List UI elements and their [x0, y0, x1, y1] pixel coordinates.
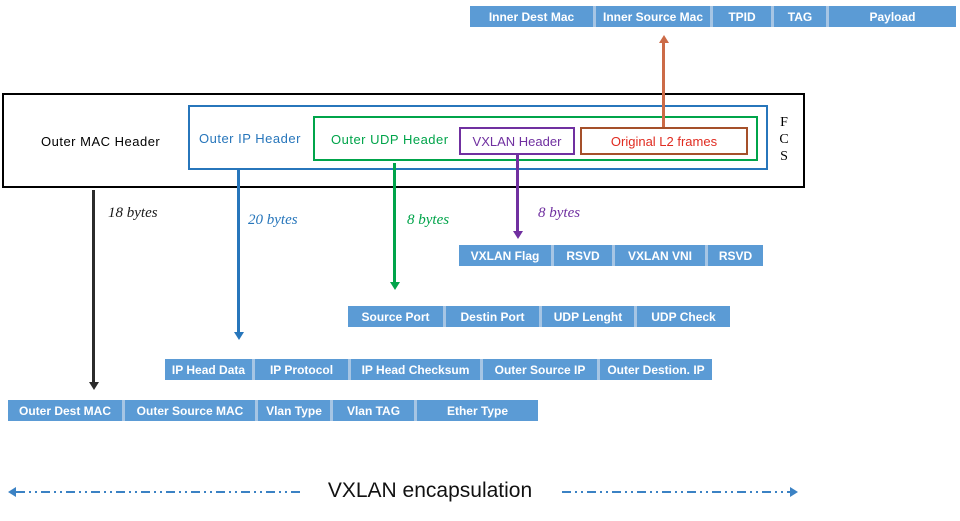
arrow-down-icon [233, 332, 244, 340]
encapsulation-span-line-right [562, 491, 790, 493]
field-ip-head-data: IP Head Data [165, 359, 252, 380]
original-l2-frames-box: Original L2 frames [580, 127, 748, 155]
field-rsvd-1: RSVD [554, 245, 612, 266]
arrow-down-icon [512, 231, 523, 239]
mac-bytes-label: 18 bytes [108, 205, 158, 221]
fcs-letter-c: C [779, 132, 789, 147]
udp-field-row: Source Port Destin Port UDP Lenght UDP C… [348, 306, 730, 327]
field-outer-dest-ip: Outer Destion. IP [600, 359, 712, 380]
field-vxlan-flag: VXLAN Flag [459, 245, 551, 266]
fcs-letter-f: F [780, 115, 788, 130]
fcs-label: F C S [776, 114, 792, 165]
encapsulation-span-line-left [16, 491, 300, 493]
mac-field-row: Outer Dest MAC Outer Source MAC Vlan Typ… [8, 400, 538, 421]
vxlan-header-arrow [512, 155, 523, 239]
field-outer-source-mac: Outer Source MAC [125, 400, 255, 421]
field-udp-length: UDP Lenght [542, 306, 634, 327]
field-ip-protocol: IP Protocol [255, 359, 348, 380]
outer-ip-header-label: Outer IP Header [199, 131, 301, 146]
vxlan-header-box: VXLAN Header [459, 127, 575, 155]
arrow-left-icon [8, 487, 16, 497]
field-inner-source-mac: Inner Source Mac [596, 6, 710, 27]
field-destin-port: Destin Port [446, 306, 539, 327]
udp-bytes-label: 8 bytes [407, 212, 450, 228]
ip-header-arrow [233, 170, 244, 340]
inner-l2-frame-row: Inner Dest Mac Inner Source Mac TPID TAG… [470, 6, 956, 27]
field-tpid: TPID [713, 6, 771, 27]
field-vxlan-vni: VXLAN VNI [615, 245, 705, 266]
field-outer-source-ip: Outer Source IP [483, 359, 597, 380]
field-source-port: Source Port [348, 306, 443, 327]
mac-header-arrow [88, 190, 99, 390]
outer-mac-header-label: Outer MAC Header [41, 134, 161, 149]
vxlan-field-row: VXLAN Flag RSVD VXLAN VNI RSVD [459, 245, 763, 266]
arrow-up-icon [658, 35, 669, 43]
outer-udp-header-box [313, 116, 758, 161]
field-rsvd-2: RSVD [708, 245, 763, 266]
ip-bytes-label: 20 bytes [248, 212, 298, 228]
field-ip-head-checksum: IP Head Checksum [351, 359, 480, 380]
vxlan-header-label: VXLAN Header [472, 133, 562, 149]
field-ether-type: Ether Type [417, 400, 538, 421]
field-payload: Payload [829, 6, 956, 27]
outer-mac-header-box [2, 93, 805, 188]
original-l2-frames-label: Original L2 frames [610, 133, 718, 149]
outer-ip-header-box [188, 105, 768, 170]
field-outer-dest-mac: Outer Dest MAC [8, 400, 122, 421]
field-vlan-tag: Vlan TAG [333, 400, 414, 421]
original-l2-arrow [658, 35, 669, 127]
diagram-title: VXLAN encapsulation [327, 479, 533, 502]
field-inner-dest-mac: Inner Dest Mac [470, 6, 593, 27]
arrow-down-icon [88, 382, 99, 390]
outer-udp-header-label: Outer UDP Header [331, 132, 449, 147]
field-tag: TAG [774, 6, 826, 27]
field-udp-check: UDP Check [637, 306, 730, 327]
ip-field-row: IP Head Data IP Protocol IP Head Checksu… [165, 359, 712, 380]
fcs-letter-s: S [780, 149, 788, 164]
arrow-down-icon [389, 282, 400, 290]
vxlan-bytes-label: 8 bytes [538, 205, 581, 221]
field-vlan-type: Vlan Type [258, 400, 330, 421]
arrow-right-icon [790, 487, 798, 497]
udp-header-arrow [389, 163, 400, 290]
